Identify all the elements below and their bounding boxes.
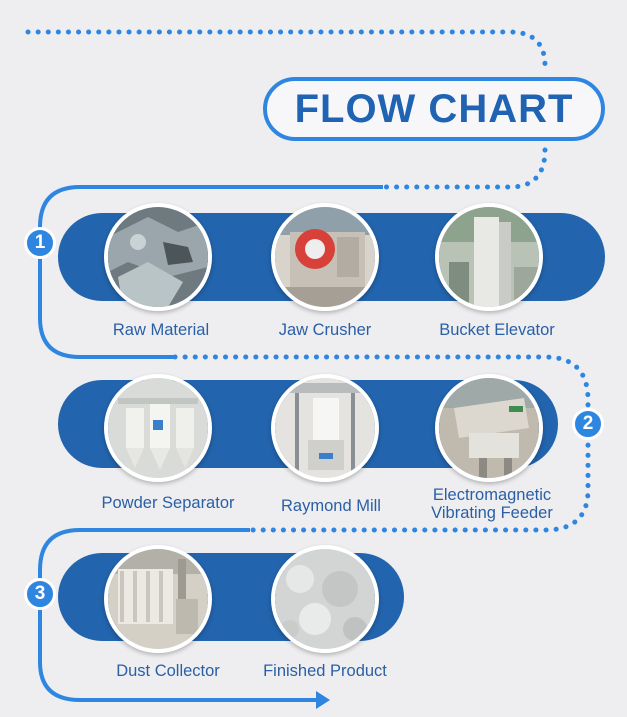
step-label-bucket-elevator: Bucket Elevator: [412, 321, 582, 339]
dust-collector-photo: [104, 545, 212, 653]
stage-3-badge: 3: [24, 578, 56, 610]
raw-material-photo: [104, 203, 212, 311]
jaw-crusher-photo: [271, 203, 379, 311]
page-title: FLOW CHART: [295, 87, 574, 132]
step-label-vibrating-feeder-line1: Electromagnetic: [407, 486, 577, 504]
stage-1-badge: 1: [24, 227, 56, 259]
raymond-mill-photo: [271, 374, 379, 482]
powder-separator-photo: [104, 374, 212, 482]
title-box: FLOW CHART: [263, 77, 605, 141]
arrow-head-icon: [316, 691, 330, 709]
step-label-raymond-mill: Raymond Mill: [246, 497, 416, 515]
step-label-vibrating-feeder-line2: Vibrating Feeder: [407, 504, 577, 522]
vibrating-feeder-photo: [435, 374, 543, 482]
step-label-powder-separator: Powder Separator: [83, 494, 253, 512]
step-label-jaw-crusher: Jaw Crusher: [240, 321, 410, 339]
bucket-elevator-photo: [435, 203, 543, 311]
step-label-finished-product: Finished Product: [240, 662, 410, 680]
step-label-vibrating-feeder: Electromagnetic Vibrating Feeder: [407, 486, 577, 522]
step-label-raw-material: Raw Material: [76, 321, 246, 339]
finished-product-photo: [271, 545, 379, 653]
stage-2-badge: 2: [572, 408, 604, 440]
step-label-dust-collector: Dust Collector: [83, 662, 253, 680]
